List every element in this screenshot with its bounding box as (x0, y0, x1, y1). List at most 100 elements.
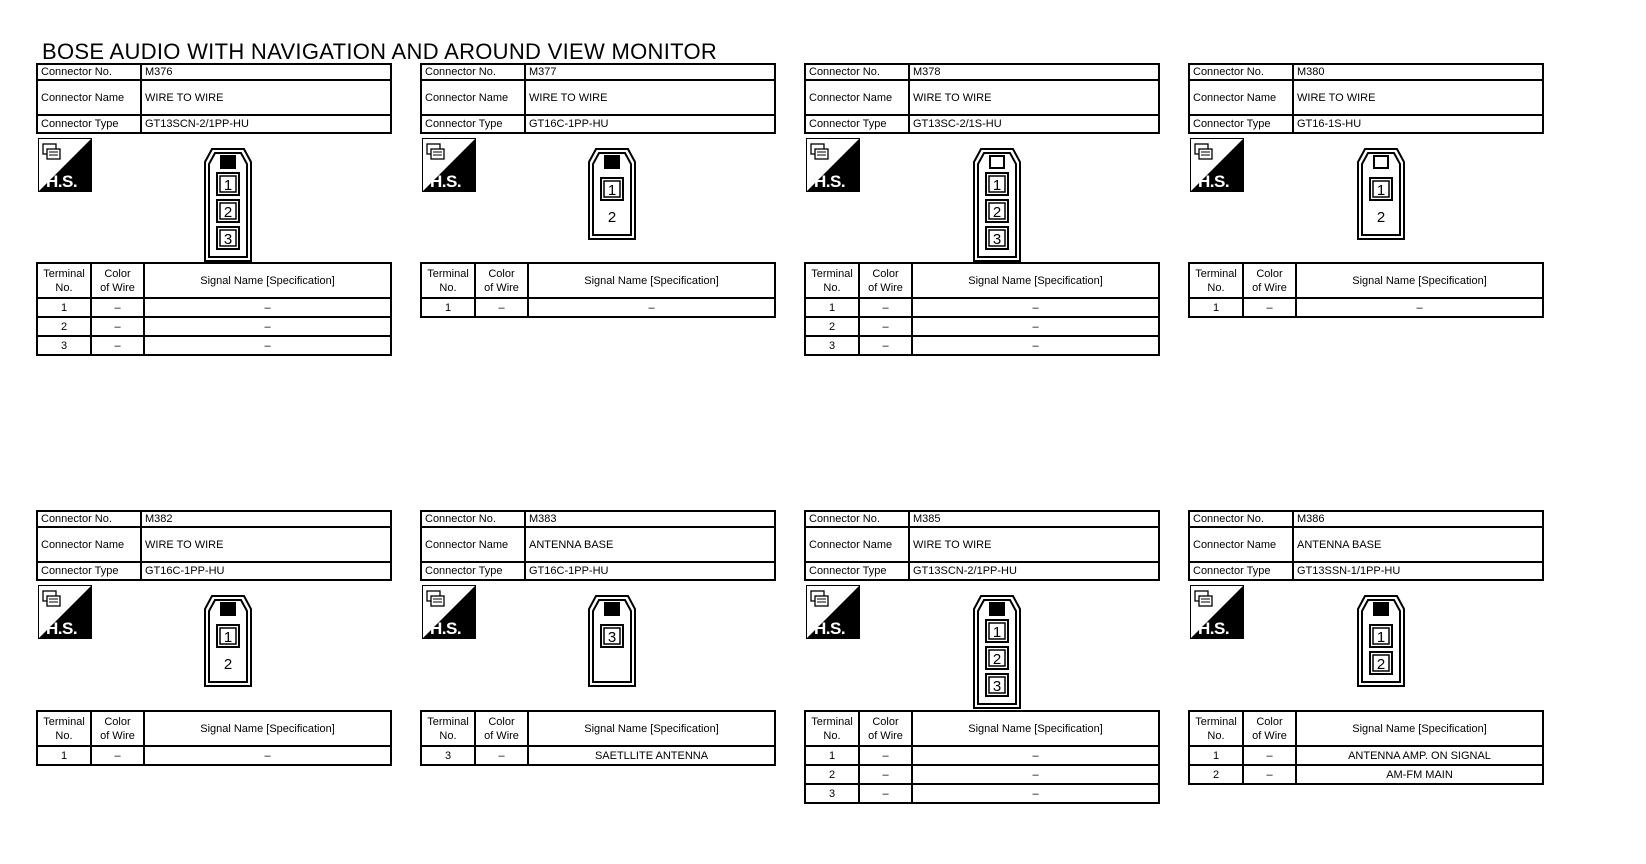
connector-type-value: GT13SCN-2/1PP-HU (913, 565, 1017, 577)
connector-no-row: Connector No.M376 (38, 65, 390, 81)
pin-3: 3 (985, 673, 1009, 697)
connector-no-row: Connector No.M383 (422, 512, 774, 528)
connector-no-label: Connector No. (38, 512, 142, 526)
color-of-wire-cell: – (476, 747, 529, 764)
pin-1: 1 (600, 177, 624, 201)
table-row: 1–– (38, 299, 390, 318)
connector-name-value: WIRE TO WIRE (913, 538, 992, 551)
hs-icon: H.S. (1190, 138, 1244, 192)
connector-name-label: Connector Name (1190, 81, 1294, 114)
connector-no-value: M377 (529, 66, 557, 78)
terminal-no-cell: 1 (38, 747, 92, 764)
connector-type-label: Connector Type (1190, 116, 1294, 132)
svg-text:3: 3 (993, 678, 1001, 695)
connector-name-value: ANTENNA BASE (1297, 538, 1382, 551)
table-row: 3–– (38, 337, 390, 354)
connector-no-label: Connector No. (38, 65, 142, 79)
hs-icon: H.S. (38, 138, 92, 192)
svg-text:H.S.: H.S. (814, 172, 845, 191)
connector-no-label: Connector No. (422, 65, 526, 79)
pin-1: 1 (216, 172, 240, 196)
table-row: 3–– (806, 337, 1158, 354)
color-of-wire-cell: – (860, 299, 913, 316)
connector-type-label: Connector Type (38, 563, 142, 579)
connector-no-label: Connector No. (422, 512, 526, 526)
hs-icon: H.S. (38, 585, 92, 639)
terminal-no-cell: 2 (38, 318, 92, 335)
connector-no-value: M386 (1297, 513, 1325, 525)
terminal-no-cell: 3 (422, 747, 476, 764)
table-row: 1–– (1190, 299, 1542, 316)
connector-no-value: M376 (145, 66, 173, 78)
svg-text:3: 3 (993, 231, 1001, 248)
signal-name-cell: – (264, 339, 271, 352)
table-row: 1–– (422, 299, 774, 316)
svg-text:3: 3 (608, 629, 616, 646)
signal-name-cell: – (264, 301, 271, 314)
hs-icon: H.S. (422, 138, 476, 192)
color-of-wire-cell: – (860, 747, 913, 764)
color-of-wire-cell: – (92, 337, 145, 354)
color-of-wire-cell: – (860, 766, 913, 783)
svg-text:2: 2 (608, 209, 616, 226)
pin-2: 2 (985, 646, 1009, 670)
connector-no-value: M380 (1297, 66, 1325, 78)
color-of-wire-cell: – (92, 299, 145, 316)
table-row: 1–– (806, 299, 1158, 318)
pin-1: 1 (985, 172, 1009, 196)
color-of-wire-cell: – (92, 318, 145, 335)
connector-name-label: Connector Name (806, 81, 910, 114)
connector-no-label: Connector No. (806, 512, 910, 526)
signal-name-header: Signal Name [Specification] (1352, 722, 1487, 735)
signal-name-cell: – (1032, 320, 1039, 333)
signal-name-cell: – (648, 301, 655, 314)
connector-no-row: Connector No.M378 (806, 65, 1158, 81)
connector-type-label: Connector Type (422, 563, 526, 579)
signal-name-cell: – (1032, 339, 1039, 352)
table-row: 3–– (806, 785, 1158, 802)
color-of-wire-cell: – (1244, 747, 1297, 764)
connector-name-value: WIRE TO WIRE (145, 91, 224, 104)
pin-1: 1 (1369, 177, 1393, 201)
connector-name-value: WIRE TO WIRE (1297, 91, 1376, 104)
signal-name-cell: – (264, 320, 271, 333)
pin-2: 2 (1377, 209, 1385, 226)
color-of-wire-cell: – (860, 318, 913, 335)
connector-face-icon: 123 (973, 595, 1021, 709)
connector-no-row: Connector No.M385 (806, 512, 1158, 528)
signal-name-header: Signal Name [Specification] (200, 274, 335, 287)
table-row: 2–– (806, 766, 1158, 785)
connector-type-label: Connector Type (422, 116, 526, 132)
connector-face-icon: 12 (1357, 595, 1405, 687)
